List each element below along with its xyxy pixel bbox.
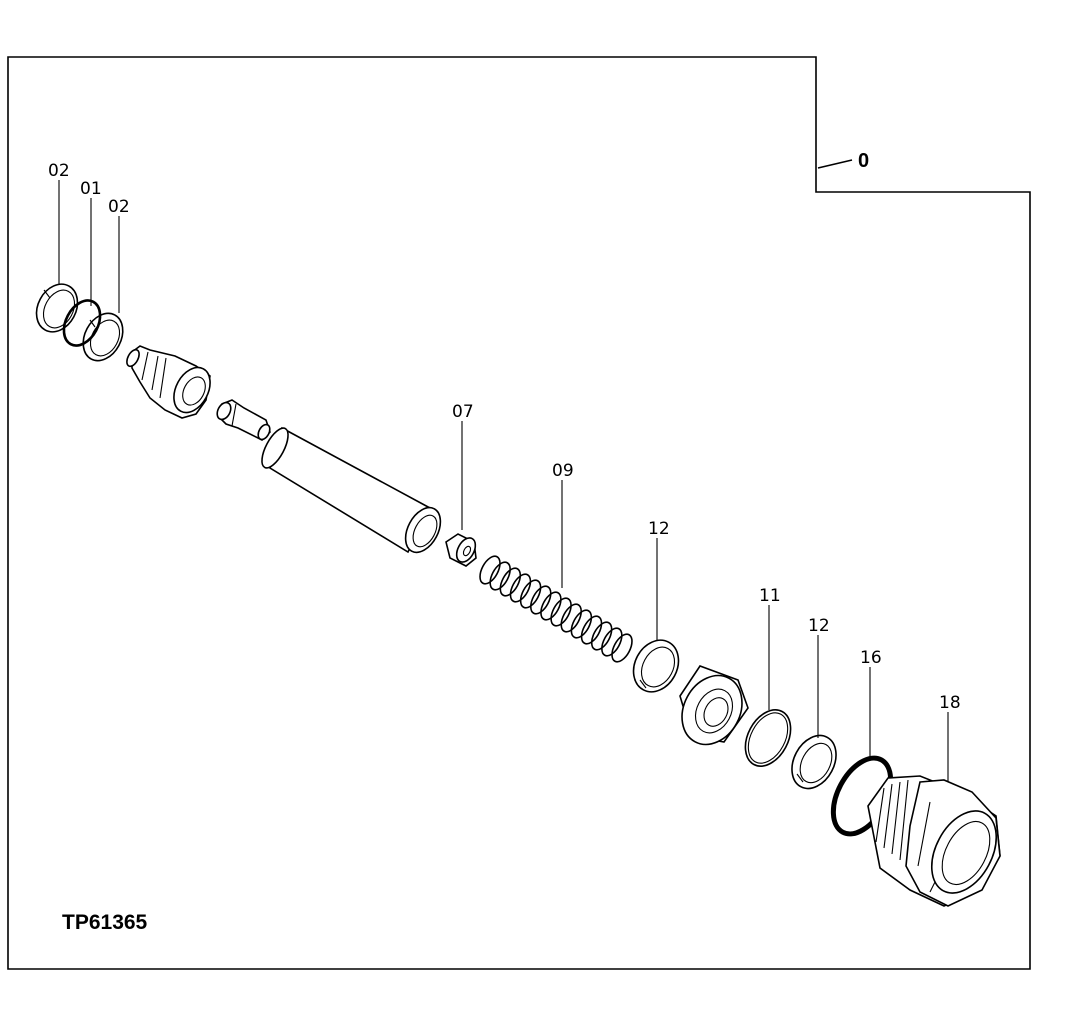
svg-text:02: 02 xyxy=(108,197,130,217)
o-ring-11 xyxy=(744,709,792,767)
spring-coil xyxy=(570,609,593,639)
svg-text:09: 09 xyxy=(552,461,574,481)
spring-09 xyxy=(479,555,633,663)
assembly-callout: 0 xyxy=(858,150,869,172)
svg-text:18: 18 xyxy=(939,693,961,713)
svg-text:07: 07 xyxy=(452,402,474,422)
svg-text:16: 16 xyxy=(860,648,882,668)
svg-text:02: 02 xyxy=(48,161,70,181)
spring-coil xyxy=(580,615,603,645)
guide-bushing xyxy=(679,665,749,746)
backup-ring-12-b xyxy=(791,734,837,790)
spring-cap-07 xyxy=(445,533,477,567)
callout-12-a: 12 xyxy=(648,519,670,640)
callout-11: 11 xyxy=(759,586,781,710)
backup-ring-02-a xyxy=(35,283,79,333)
spring-coil xyxy=(590,621,613,651)
callout-07: 07 xyxy=(452,402,474,530)
svg-text:11: 11 xyxy=(759,586,781,606)
spring-coil xyxy=(489,561,511,591)
spring-coil xyxy=(601,627,623,657)
callout-16: 16 xyxy=(860,648,882,758)
spring-coil xyxy=(529,585,552,615)
spring-coil xyxy=(509,573,532,603)
svg-text:12: 12 xyxy=(808,616,830,636)
callout-02-a: 02 xyxy=(48,161,70,285)
spring-coil xyxy=(611,633,633,663)
svg-text:12: 12 xyxy=(648,519,670,539)
backup-ring-02-b xyxy=(82,312,124,362)
backup-ring-12-a xyxy=(632,639,680,693)
svg-text:01: 01 xyxy=(80,179,102,199)
callout-02-b: 02 xyxy=(108,197,130,313)
assembly-leader-line xyxy=(817,159,853,169)
spring-coil xyxy=(560,603,583,633)
piston-sleeve xyxy=(261,426,442,554)
poppet-body xyxy=(126,345,211,419)
o-ring-01 xyxy=(62,299,102,347)
diagram-frame xyxy=(7,56,1031,970)
callout-09: 09 xyxy=(552,461,574,588)
plunger-pin xyxy=(216,399,271,441)
callout-18: 18 xyxy=(939,693,961,790)
callout-01: 01 xyxy=(80,179,102,306)
spring-coil xyxy=(519,579,542,609)
callout-12-b: 12 xyxy=(808,616,830,738)
plug-18 xyxy=(867,775,1001,907)
spring-coil xyxy=(499,567,522,597)
spring-coil xyxy=(550,597,572,627)
spring-coil xyxy=(479,555,501,585)
spring-coil xyxy=(540,591,562,621)
figure-id: TP61365 xyxy=(62,911,148,934)
